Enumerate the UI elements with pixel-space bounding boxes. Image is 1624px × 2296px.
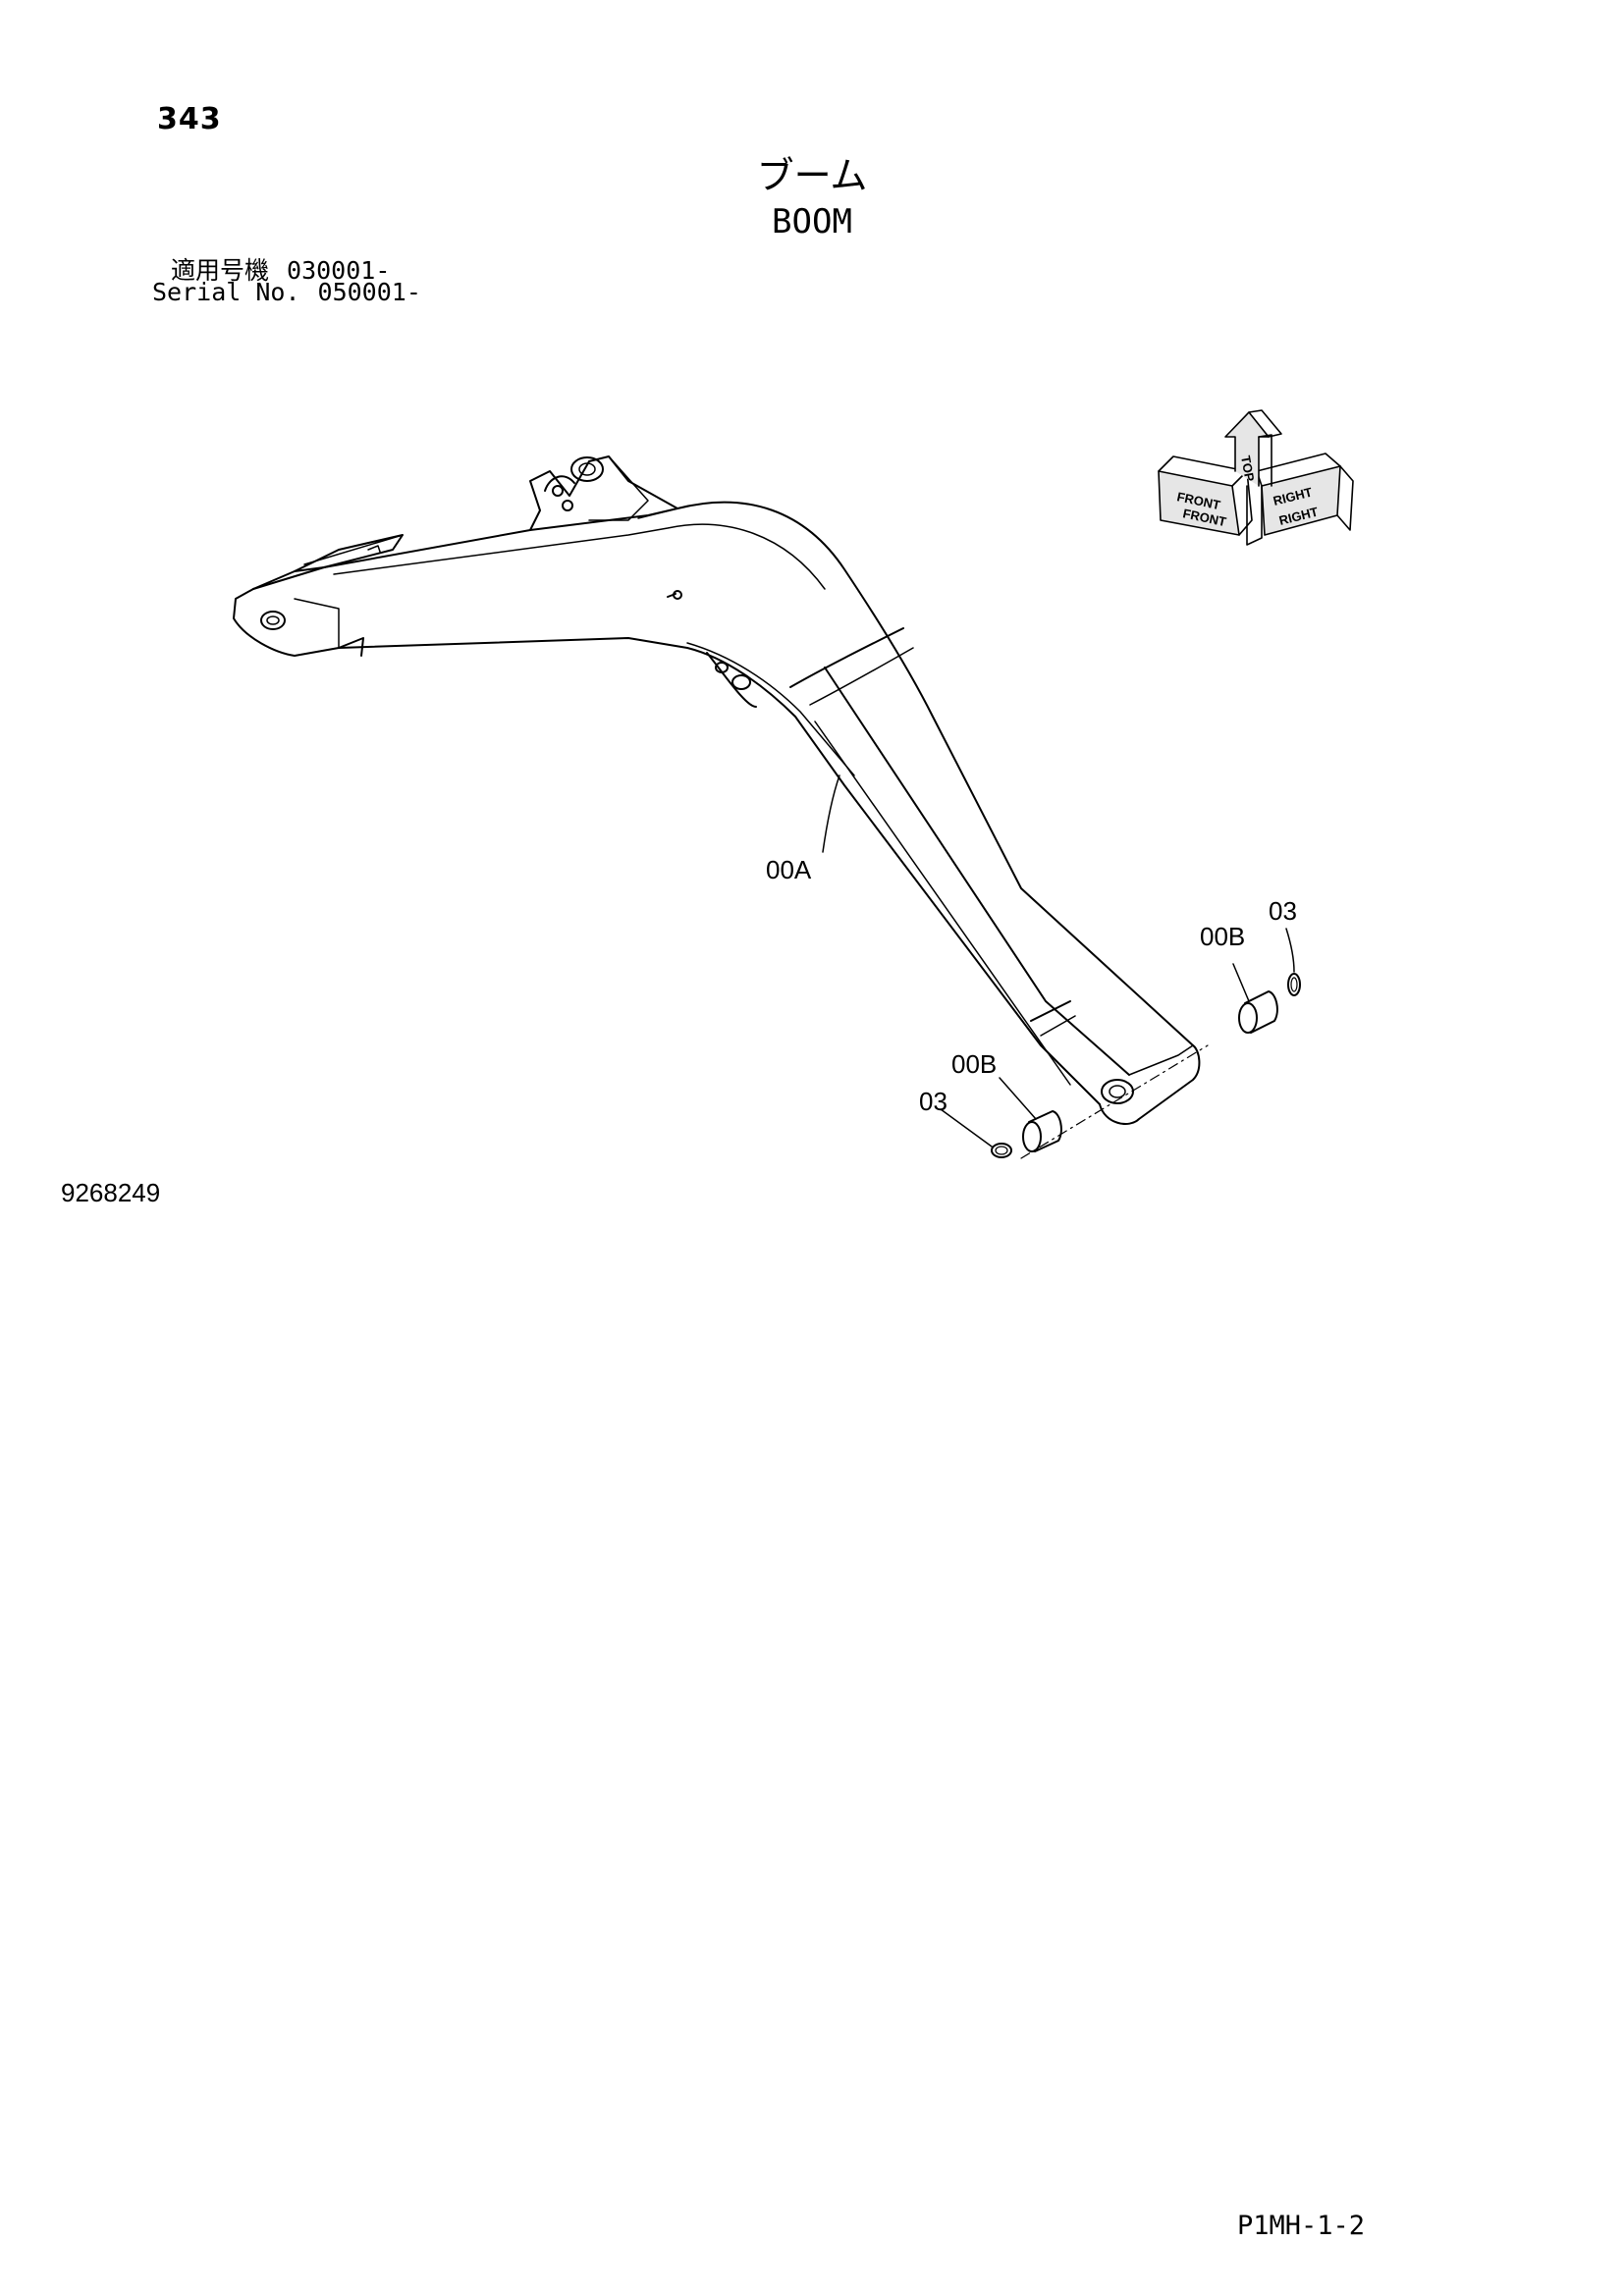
pin-axis-line <box>1020 1044 1209 1159</box>
boom-body <box>252 501 1194 1105</box>
serial-value-jp: 030001- <box>287 256 391 285</box>
serial-line-jp: 適用号機 030001- <box>171 251 390 287</box>
serial-label-en: Serial No. <box>152 278 300 306</box>
serial-label-jp: 適用号機 <box>171 256 270 285</box>
callout-ring-left: 03 <box>919 1087 947 1116</box>
orientation-indicator: TOP FRONT FRONT RIGHT RIGHT <box>1158 409 1354 546</box>
page-number: 343 <box>157 102 222 136</box>
boom-foot-end <box>233 534 404 657</box>
page-title-english: BOOM <box>772 202 852 241</box>
drawing-number: 9268249 <box>61 1178 161 1207</box>
boom-top-bracket <box>529 455 678 531</box>
page-title-japanese: ブーム <box>756 154 868 197</box>
bushing-left <box>1022 1110 1062 1152</box>
boom-arm-end <box>1099 1044 1201 1125</box>
serial-value-en: 050001- <box>317 278 421 306</box>
serial-line-en: Serial No. 050001- <box>152 278 421 306</box>
leader-lines <box>822 774 1295 1148</box>
ring-right <box>1287 973 1301 996</box>
callout-boom: 00A <box>766 855 812 884</box>
callout-bushing-left: 00B <box>951 1049 997 1079</box>
callout-bushing-right: 00B <box>1200 922 1245 951</box>
orient-top-label: TOP <box>1238 454 1257 483</box>
callout-ring-right: 03 <box>1269 896 1297 926</box>
ring-left <box>991 1143 1012 1158</box>
footer-code: P1MH-1-2 <box>1237 2211 1366 2241</box>
bushing-right <box>1238 990 1278 1034</box>
